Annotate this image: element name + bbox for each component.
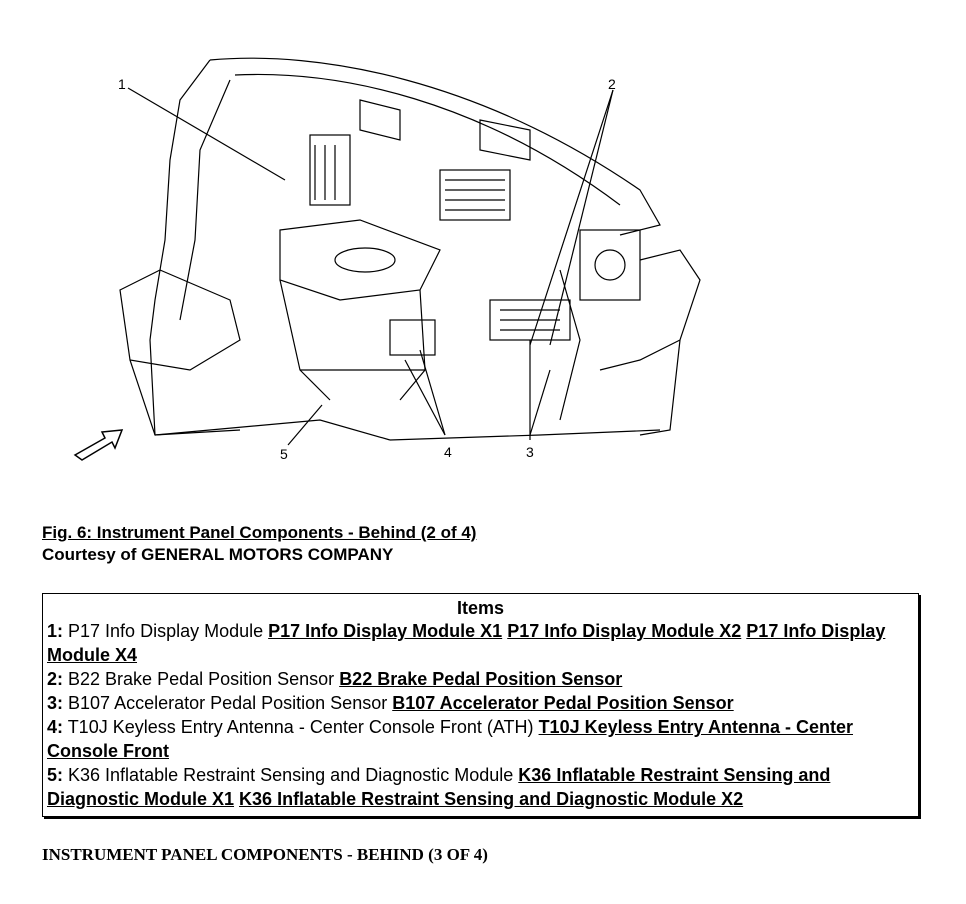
callout-5: 5 [280,446,288,462]
item-row-5: 5: K36 Inflatable Restraint Sensing and … [47,763,914,811]
item-row-3: 3: B107 Accelerator Pedal Position Senso… [47,691,914,715]
item-number: 4: [47,717,64,737]
callout-1: 1 [118,76,126,92]
callout-2: 2 [608,76,616,92]
item-name: K36 Inflatable Restraint Sensing and Dia… [63,765,519,785]
items-table: Items 1: P17 Info Display Module P17 Inf… [42,593,919,817]
item-number: 5: [47,765,64,785]
section-heading: INSTRUMENT PANEL COMPONENTS - BEHIND (3 … [42,845,488,864]
item-link[interactable]: P17 Info Display Module X1 [268,621,503,641]
figure-caption: Fig. 6: Instrument Panel Components - Be… [42,522,476,566]
item-link[interactable]: T10J Keyless Entry Antenna - Center Cons… [47,717,853,761]
figure-courtesy: Courtesy of GENERAL MOTORS COMPANY [42,545,394,564]
item-name: T10J Keyless Entry Antenna - Center Cons… [63,717,539,737]
instrument-panel-diagram [73,57,701,461]
callout-3: 3 [526,444,534,460]
item-number: 1: [47,621,64,641]
item-row-4: 4: T10J Keyless Entry Antenna - Center C… [47,715,914,763]
item-link[interactable]: K36 Inflatable Restraint Sensing and Dia… [47,765,831,809]
item-row-1: 1: P17 Info Display Module P17 Info Disp… [47,619,914,667]
item-row-2: 2: B22 Brake Pedal Position Sensor B22 B… [47,667,914,691]
figure-title: Fig. 6: Instrument Panel Components - Be… [42,523,477,542]
callout-4: 4 [444,444,452,460]
item-link[interactable]: P17 Info Display Module X2 [507,621,742,641]
item-name: P17 Info Display Module [63,621,269,641]
item-link[interactable]: B107 Accelerator Pedal Position Sensor [392,693,734,713]
item-number: 3: [47,693,64,713]
item-link[interactable]: B22 Brake Pedal Position Sensor [339,669,623,689]
item-number: 2: [47,669,64,689]
item-link[interactable]: P17 Info Display Module X4 [47,621,886,665]
items-header: Items [456,598,505,618]
item-link[interactable]: K36 Inflatable Restraint Sensing and Dia… [239,789,744,809]
item-name: B107 Accelerator Pedal Position Sensor [63,693,393,713]
item-name: B22 Brake Pedal Position Sensor [63,669,340,689]
